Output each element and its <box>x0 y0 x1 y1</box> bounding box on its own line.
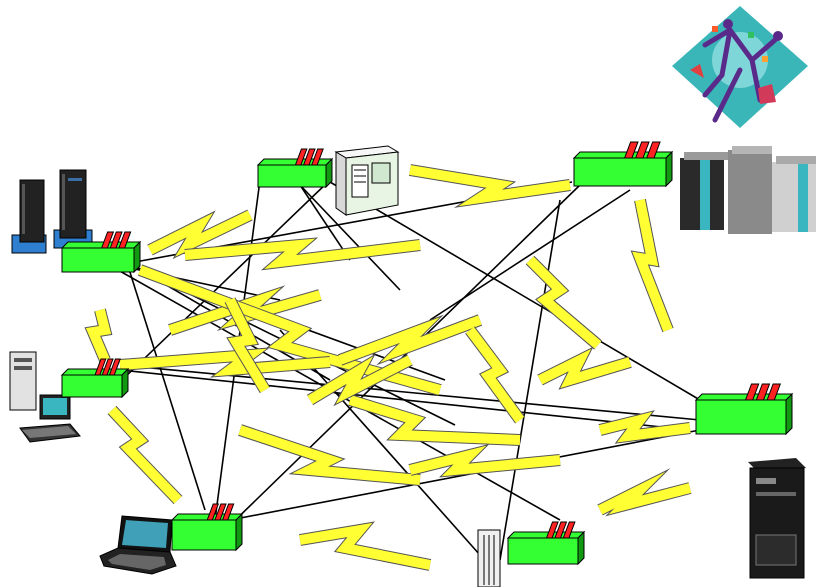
lightning-bolt <box>184 238 421 269</box>
node-card <box>100 231 115 249</box>
node-card <box>94 358 107 376</box>
lightning-bolt <box>338 315 482 365</box>
node-card <box>221 503 235 521</box>
lightning-bolt <box>225 297 270 393</box>
wireless-links <box>84 164 692 571</box>
node-card <box>554 521 568 539</box>
node-card <box>755 383 771 401</box>
tower-pc-icon <box>477 529 501 587</box>
lightning-bolt <box>597 471 692 515</box>
node-card <box>310 148 324 166</box>
connection-line <box>429 189 631 321</box>
node-card <box>744 383 760 401</box>
connection-line <box>127 265 206 511</box>
network-nodes <box>60 141 794 566</box>
node-card <box>545 521 559 539</box>
node-card <box>206 503 220 521</box>
lightning-bolt <box>409 165 571 207</box>
lightning-bolt <box>537 348 632 389</box>
mainframe-icon <box>680 146 816 234</box>
connection-line <box>299 184 401 291</box>
lightning-bolt <box>238 425 421 485</box>
lightning-bolt <box>108 406 182 504</box>
connection-line <box>329 181 701 401</box>
lightning-bolt <box>307 355 413 405</box>
connection-line <box>299 184 351 261</box>
lightning-bolt <box>526 256 602 349</box>
lightning-bolt <box>348 395 521 445</box>
node-card <box>108 358 121 376</box>
node-card <box>101 358 114 376</box>
lightning-bolt <box>299 522 431 570</box>
connection-line <box>499 199 561 561</box>
dancers-clipart-icon <box>672 6 808 128</box>
node-card <box>302 148 316 166</box>
node-card <box>766 383 782 401</box>
laptop-icon <box>99 515 177 575</box>
node-card <box>109 231 123 249</box>
rack-servers-icon <box>11 169 93 254</box>
lightning-bolt <box>147 210 253 257</box>
lightning-bolt <box>632 199 673 332</box>
lightning-bolt <box>85 308 112 362</box>
network-node-top-right <box>572 141 674 188</box>
printer-tower-icon <box>748 458 806 579</box>
desktop-pc-icon <box>9 351 81 443</box>
node-card <box>294 148 308 166</box>
node-card <box>623 141 639 159</box>
connection-line <box>117 269 561 521</box>
network-node-upper-left <box>60 231 142 274</box>
node-card <box>645 141 661 159</box>
lightning-bolt <box>408 445 561 477</box>
network-node-bottom-left <box>170 503 244 552</box>
node-card <box>118 231 132 249</box>
network-node-mid-left <box>60 358 130 399</box>
node-card <box>562 521 576 539</box>
lightning-bolt <box>119 348 331 377</box>
network-node-bottom-center <box>506 521 586 566</box>
node-card <box>214 503 227 521</box>
network-node-top-center <box>256 148 334 189</box>
connection-line <box>121 179 331 381</box>
lightning-bolt <box>466 327 525 423</box>
network-node-right <box>694 383 794 436</box>
server-tower-icon <box>334 145 400 216</box>
lightning-bolt <box>598 411 691 443</box>
node-card <box>634 141 650 159</box>
